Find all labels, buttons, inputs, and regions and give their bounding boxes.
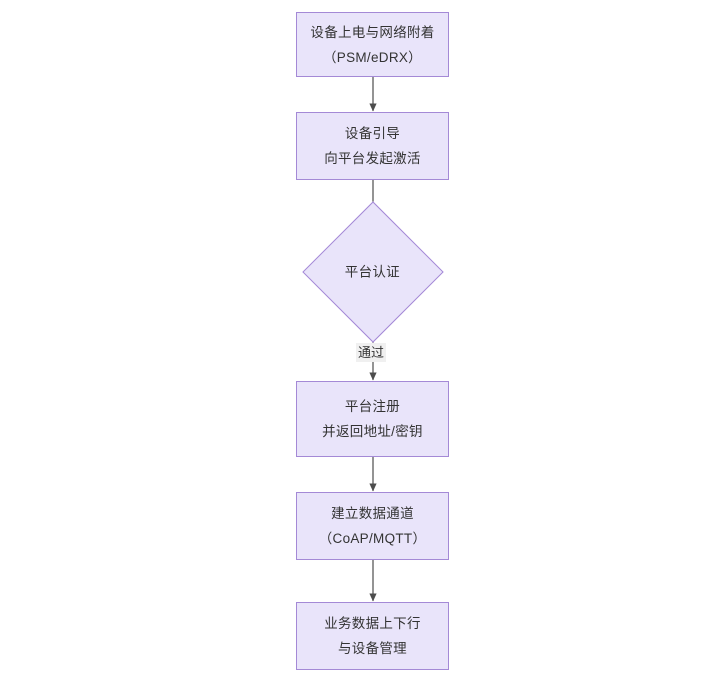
node-label: 设备上电与网络附着 （PSM/eDRX） — [310, 24, 435, 65]
node-device-bootstrap[interactable]: 设备引导 向平台发起激活 — [296, 112, 449, 180]
edge-label-text: 通过 — [358, 345, 385, 360]
node-establish-data-channel[interactable]: 建立数据通道 （CoAP/MQTT） — [296, 492, 449, 560]
node-platform-authentication[interactable]: 平台认证 — [302, 201, 444, 343]
node-business-data-and-management[interactable]: 业务数据上下行 与设备管理 — [296, 602, 449, 670]
node-label: 平台注册 并返回地址/密钥 — [322, 399, 423, 439]
edge-label-pass: 通过 — [356, 343, 387, 362]
node-device-power-on[interactable]: 设备上电与网络附着 （PSM/eDRX） — [296, 12, 449, 77]
node-label: 建立数据通道 （CoAP/MQTT） — [318, 506, 427, 546]
node-platform-registration[interactable]: 平台注册 并返回地址/密钥 — [296, 381, 449, 457]
node-label: 平台认证 — [345, 264, 401, 280]
node-label: 设备引导 向平台发起激活 — [324, 126, 421, 166]
node-label: 业务数据上下行 与设备管理 — [324, 616, 421, 656]
